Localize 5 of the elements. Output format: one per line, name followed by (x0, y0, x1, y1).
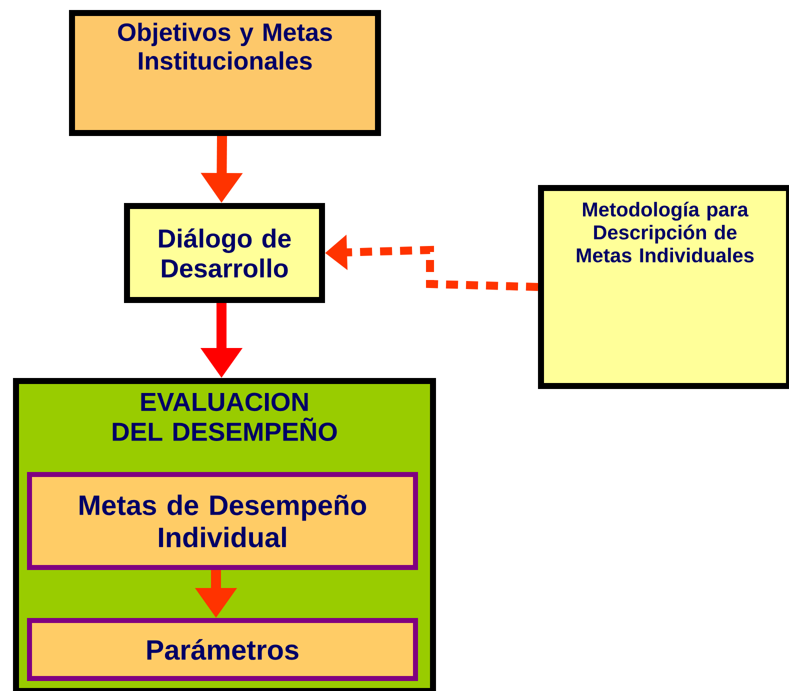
process-box: Diálogo de Desarrollo (124, 203, 325, 303)
process-box: Objetivos y Metas Institucionales (69, 10, 381, 136)
process-box: Metas de Desempeño Individual (27, 472, 418, 570)
process-box: Parámetros (27, 618, 418, 681)
method-box: Metodología para Descripción de Metas Individuales (538, 185, 789, 389)
